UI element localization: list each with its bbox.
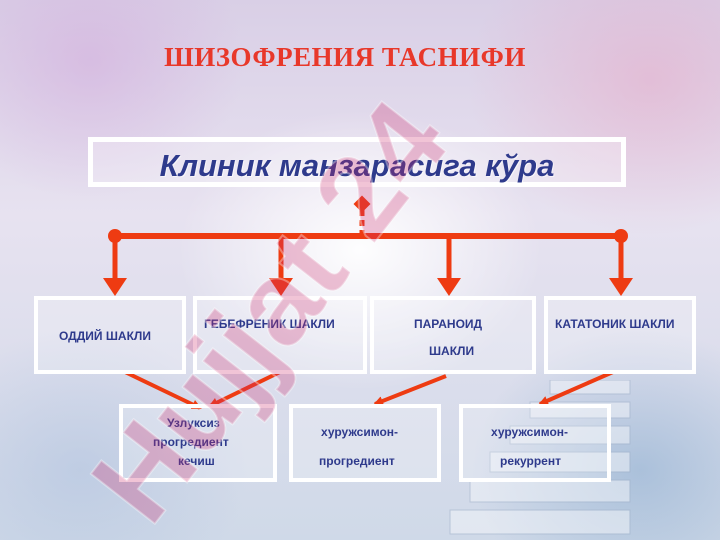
course-shubo-progr-label-2: прогредиент bbox=[319, 454, 395, 468]
form-paranoid-label-2: ШАКЛИ bbox=[429, 344, 475, 358]
course-continuous-label-2: прогредиент bbox=[153, 435, 229, 449]
stairs-decoration bbox=[449, 380, 631, 535]
arrow-to-hebephrenic bbox=[269, 236, 293, 296]
arrow-to-paranoid bbox=[437, 236, 461, 296]
form-catatonic-box: КАТАТОНИК ШАКЛИ bbox=[544, 296, 696, 374]
form-catatonic-label: КАТАТОНИК ШАКЛИ bbox=[555, 317, 675, 331]
course-continuous-label-1: Узлуксиз bbox=[167, 416, 220, 430]
form-hebephrenic-box: ГЕБЕФРЕНИК ШАКЛИ bbox=[193, 296, 367, 374]
course-shubo-progr-label-1: хуружсимон- bbox=[321, 425, 399, 439]
arrow-hebephrenic-to-continuous bbox=[208, 370, 281, 408]
page-title: ШИЗОФРЕНИЯ ТАСНИФИ bbox=[164, 42, 526, 72]
subtitle-text: Клиник манзарасига кўра bbox=[159, 148, 555, 183]
course-continuous-label-3: кечиш bbox=[178, 454, 215, 468]
arrow-catatonic-to-shubo-recur bbox=[538, 370, 614, 406]
form-paranoid-box: ПАРАНОИД ШАКЛИ bbox=[370, 296, 536, 374]
arrow-to-catatonic bbox=[609, 236, 633, 296]
course-shubo-recur-label-2: рекуррент bbox=[500, 454, 561, 468]
course-shubo-recur-label-1: хуружсимон- bbox=[491, 425, 569, 439]
form-simple-label: ОДДИЙ ШАКЛИ bbox=[59, 329, 151, 343]
top-connector bbox=[108, 195, 628, 243]
arrow-paranoid-to-shubo-progr bbox=[373, 374, 447, 406]
form-hebephrenic-label: ГЕБЕФРЕНИК ШАКЛИ bbox=[204, 317, 335, 331]
subtitle-box: Клиник манзарасига кўра bbox=[88, 137, 626, 187]
arrow-to-simple bbox=[103, 236, 127, 296]
down-arrows bbox=[103, 236, 633, 296]
diagonal-arrows bbox=[124, 370, 614, 410]
course-shubo-recur-box: хуружсимон- рекуррент bbox=[459, 404, 611, 482]
form-simple-box: ОДДИЙ ШАКЛИ bbox=[34, 296, 186, 374]
course-shubo-progr-box: хуружсимон- прогредиент bbox=[289, 404, 441, 482]
course-continuous-box: Узлуксиз прогредиент кечиш bbox=[119, 404, 277, 482]
arrow-simple-to-continuous bbox=[124, 370, 202, 410]
form-paranoid-label-1: ПАРАНОИД bbox=[414, 317, 483, 331]
